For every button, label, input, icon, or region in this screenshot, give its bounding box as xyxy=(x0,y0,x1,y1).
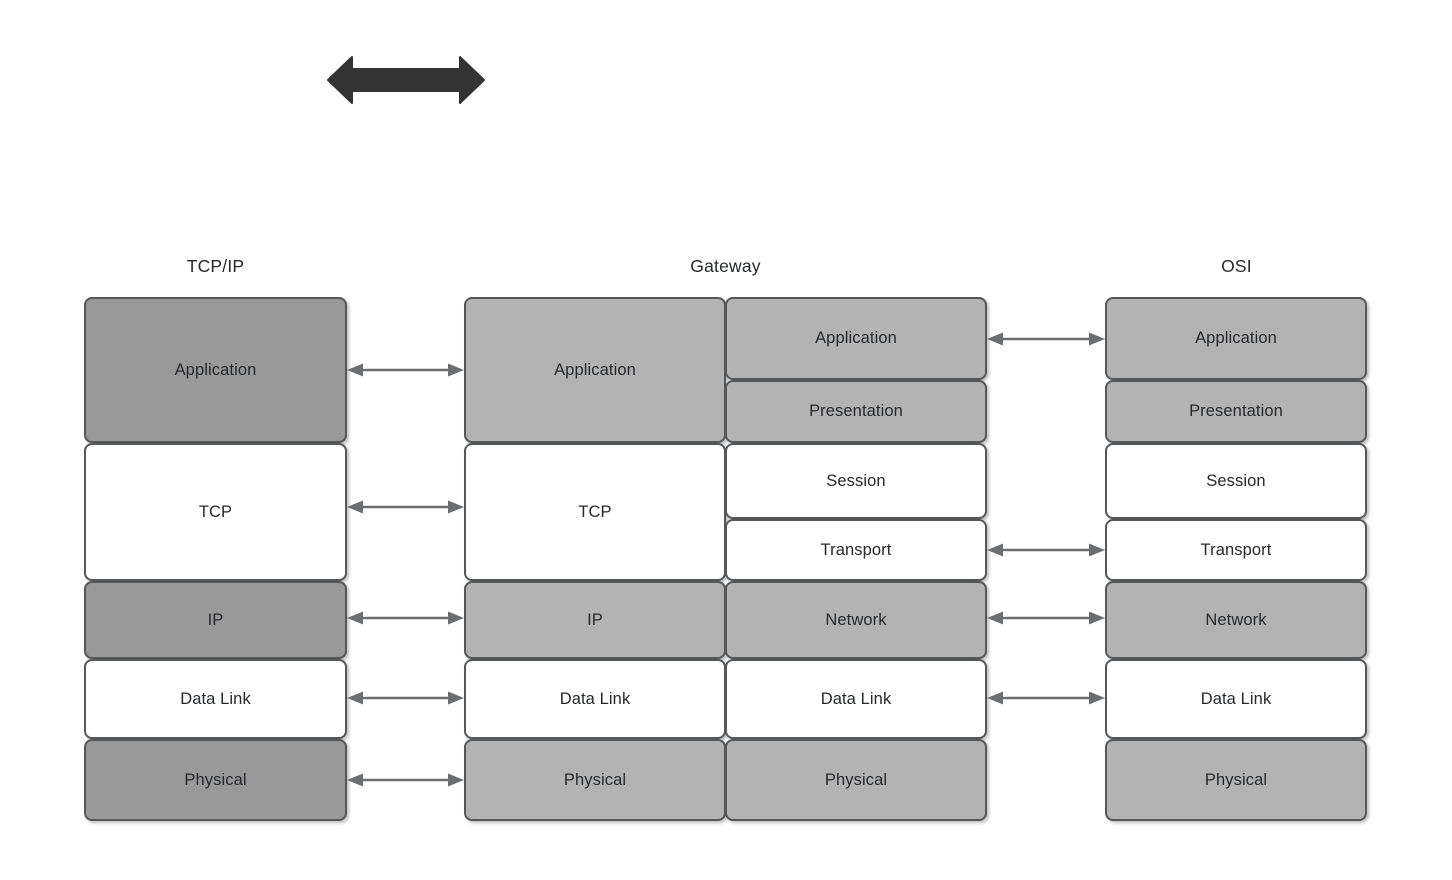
gateway-left-layer-application[interactable]: Application xyxy=(464,297,726,443)
gateway-right-layer-physical[interactable]: Physical xyxy=(725,739,987,821)
gateway-left-layer-tcp[interactable]: TCP xyxy=(464,443,726,581)
gateway-right-layer-data-link[interactable]: Data Link xyxy=(725,659,987,739)
connector-tcpip-gateway-tcp xyxy=(347,496,464,518)
gateway-right-layer-session[interactable]: Session xyxy=(725,443,987,519)
connector-tcpip-gateway-ip xyxy=(347,607,464,629)
connector-tcpip-gateway-data-link xyxy=(347,687,464,709)
tcpip-layer-tcp[interactable]: TCP xyxy=(84,443,347,581)
gateway-right-layer-transport[interactable]: Transport xyxy=(725,519,987,581)
gateway-right-layer-application[interactable]: Application xyxy=(725,297,987,380)
osi-layer-presentation[interactable]: Presentation xyxy=(1105,380,1367,443)
gateway-left-layer-physical[interactable]: Physical xyxy=(464,739,726,821)
connector-gateway-osi-application xyxy=(987,328,1105,350)
gateway-right-layer-network[interactable]: Network xyxy=(725,581,987,659)
bidirectional-arrow-icon xyxy=(320,46,492,114)
connector-gateway-osi-transport xyxy=(987,539,1105,561)
connector-tcpip-gateway-physical xyxy=(347,769,464,791)
column-heading-osi: OSI xyxy=(1221,256,1252,276)
tcpip-layer-data-link[interactable]: Data Link xyxy=(84,659,347,739)
tcpip-layer-application[interactable]: Application xyxy=(84,297,347,443)
osi-layer-session[interactable]: Session xyxy=(1105,443,1367,519)
osi-layer-transport[interactable]: Transport xyxy=(1105,519,1367,581)
connector-gateway-osi-data-link xyxy=(987,687,1105,709)
osi-layer-application[interactable]: Application xyxy=(1105,297,1367,380)
gateway-right-layer-presentation[interactable]: Presentation xyxy=(725,380,987,443)
osi-layer-network[interactable]: Network xyxy=(1105,581,1367,659)
tcpip-layer-ip[interactable]: IP xyxy=(84,581,347,659)
column-heading-gateway: Gateway xyxy=(690,256,761,276)
gateway-left-layer-data-link[interactable]: Data Link xyxy=(464,659,726,739)
osi-layer-data-link[interactable]: Data Link xyxy=(1105,659,1367,739)
tcpip-layer-physical[interactable]: Physical xyxy=(84,739,347,821)
connector-gateway-osi-network xyxy=(987,607,1105,629)
column-heading-tcpip: TCP/IP xyxy=(186,256,245,276)
osi-layer-physical[interactable]: Physical xyxy=(1105,739,1367,821)
connector-tcpip-gateway-application xyxy=(347,359,464,381)
gateway-left-layer-ip[interactable]: IP xyxy=(464,581,726,659)
